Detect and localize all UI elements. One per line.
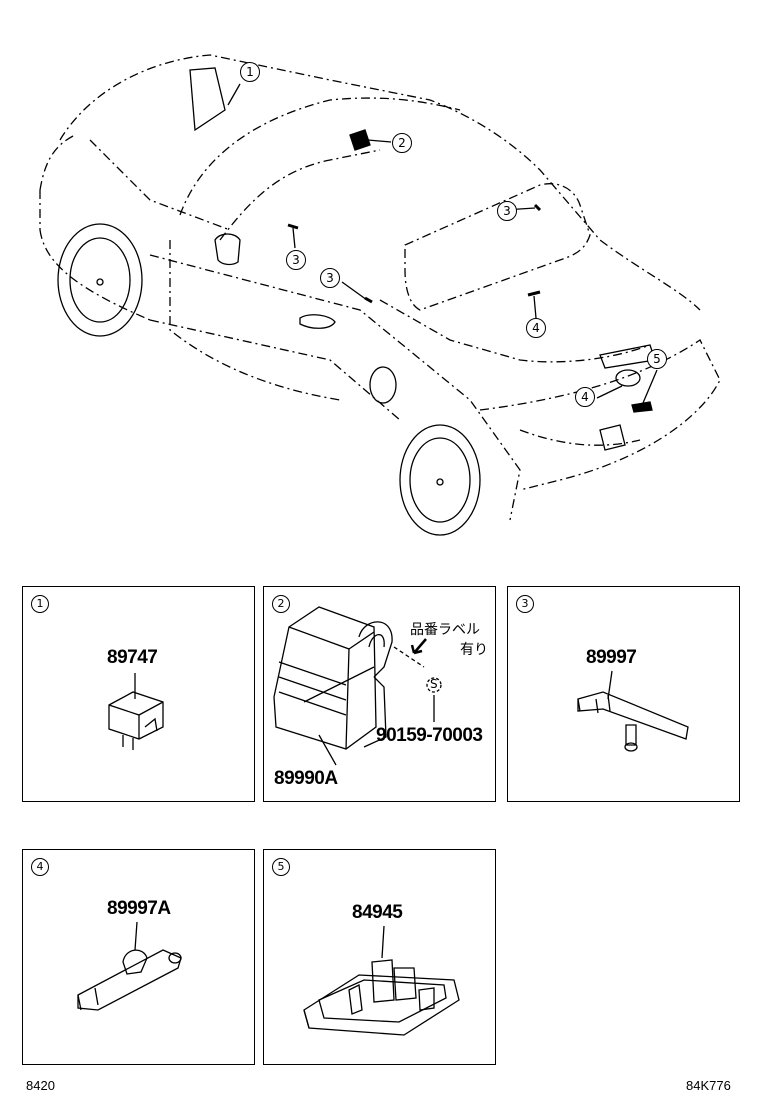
part-number-89997: 89997	[586, 647, 637, 668]
part-panel-2: 2 品番ラベル 有り S 90159-70003 89990A	[263, 586, 496, 802]
part-number-89990A: 89990A	[274, 768, 338, 789]
sensor-clip-icon	[77, 921, 182, 1011]
overview-callout-3: 3	[286, 250, 306, 270]
control-unit-icon	[273, 606, 442, 766]
part-number-90159-70003: 90159-70003	[376, 725, 483, 746]
panel-index-badge: 5	[272, 858, 290, 876]
panel-index-badge: 4	[31, 858, 49, 876]
footer-left-code: 8420	[26, 1078, 55, 1093]
sensor-antenna-icon	[577, 670, 689, 752]
panel-index-badge: 1	[31, 595, 49, 613]
part-panel-3: 3 89997	[507, 586, 740, 802]
panel-index-badge: 2	[272, 595, 290, 613]
part-panel-5: 5 84945	[263, 849, 496, 1065]
part-panel-4: 4 89997A	[22, 849, 255, 1065]
part-panel-1: 1 89747	[22, 586, 255, 802]
overview-callout-3: 3	[320, 268, 340, 288]
overview-callout-5: 5	[647, 349, 667, 369]
screw-symbol: S	[430, 677, 438, 691]
overview-callout-4: 4	[526, 318, 546, 338]
overview-callout-3: 3	[497, 201, 517, 221]
overview-callout-4: 4	[575, 387, 595, 407]
part-number-89997A: 89997A	[107, 898, 171, 919]
footer-right-code: 84K776	[686, 1078, 731, 1093]
part-number-84945: 84945	[352, 902, 403, 923]
part-number-89747: 89747	[107, 647, 158, 668]
overview-callout-1: 1	[240, 62, 260, 82]
car-overview-drawing	[39, 54, 721, 536]
part-label-note-line2: 有り	[460, 642, 488, 658]
panel-index-badge: 3	[516, 595, 534, 613]
relay-icon	[108, 673, 164, 750]
part-label-note-line1: 品番ラベル	[410, 622, 480, 638]
overview-callout-2: 2	[392, 133, 412, 153]
switch-icon	[303, 925, 460, 1036]
